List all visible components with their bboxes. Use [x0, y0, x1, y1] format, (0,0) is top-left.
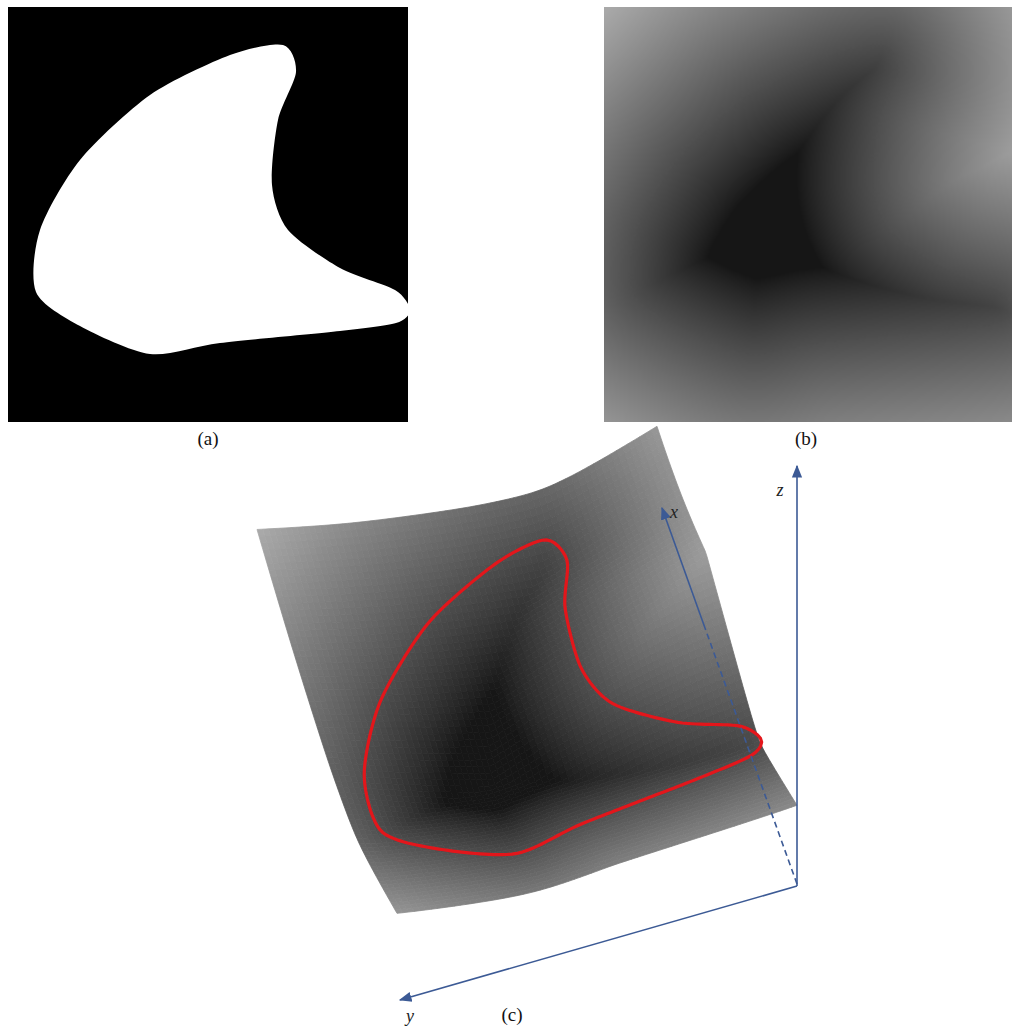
axis-label: y — [406, 1007, 414, 1025]
axes — [400, 466, 797, 1000]
z-axis — [796, 466, 798, 886]
x-axis — [662, 508, 705, 628]
axis-label: z — [776, 481, 783, 499]
x-axis-hidden — [705, 628, 797, 884]
y-axis — [400, 886, 797, 1000]
panel-label: (a) — [197, 429, 218, 448]
zero-level-contour — [364, 540, 761, 855]
panel-label: (b) — [795, 429, 817, 448]
axis-label: x — [670, 503, 678, 521]
panel-label: (c) — [501, 1005, 522, 1024]
